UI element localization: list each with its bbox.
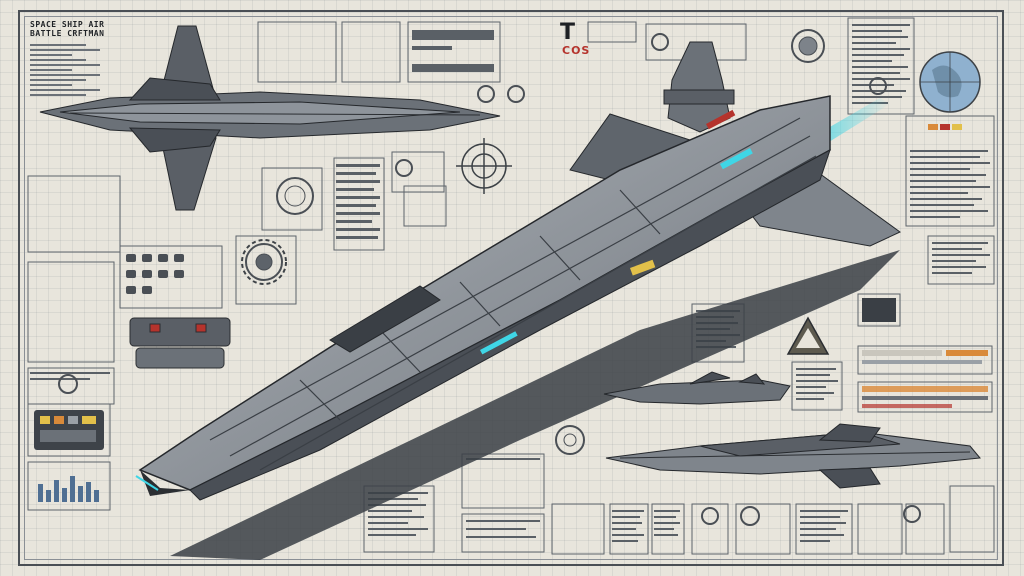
ship-shadow [170,250,900,560]
console-diagram [34,410,104,450]
table-panel-right-1 [857,345,993,375]
detail-panel-left-1 [27,175,121,253]
detail-panel-mid-2 [333,157,385,251]
spec-panel-right-top [847,17,915,115]
detail-panel-bottom-2 [461,513,545,553]
detail-panel-bottom-3 [551,503,605,555]
detail-panel-bottom-6 [691,503,729,555]
mini-bar-chart [38,476,99,502]
detail-panel-left-4 [27,403,111,457]
section-mark: T [560,20,576,45]
warning-triangle-icon [786,316,830,355]
spec-panel-right-mid [905,115,995,227]
detail-panel-mid-3 [391,151,445,193]
outer-frame [18,10,1004,566]
display-panel-right [857,293,901,327]
detail-panel-top-2 [341,21,401,83]
title-block: SPACE SHIP AIR BATTLE CRFTMAN [30,20,120,38]
detail-panel-top-3 [407,21,501,83]
detail-panel-bottom-11 [949,485,995,553]
detail-panel-left-2 [27,261,115,363]
crosshair-icon [456,138,512,194]
detail-panel-bottom-7 [735,503,791,555]
title-line-1: SPACE SHIP AIR [30,20,105,29]
ship-canopy [329,285,441,353]
detail-panel-top-1 [257,21,337,83]
detail-panel-top-4 [587,21,637,43]
component-module-left [129,317,231,369]
detail-panel-mid-4 [403,185,447,227]
component-grid-left [126,254,184,294]
table-panel-right-2 [857,381,993,413]
chart-panel-left [27,461,111,511]
detail-panel-bottom-5 [651,503,685,555]
detail-panel-bottom-9 [857,503,903,555]
detail-panel-bottom-8 [795,503,853,555]
spec-panel-center-2 [791,361,843,411]
detail-panel-bottom-1 [461,453,545,509]
spec-panel-right-2 [927,235,995,285]
gear-icon [241,239,287,285]
detail-panel-left-5 [119,245,223,309]
ship-hull-underside [189,148,831,501]
title-line-2: BATTLE CRFTMAN [30,29,105,38]
ship-bridge-tower [667,41,731,133]
detail-panel-mid-1 [261,167,323,231]
inner-frame [24,16,998,560]
detail-panel-bottom-10 [905,503,945,555]
detail-panel-left-6 [235,235,297,305]
title-notes [30,44,100,99]
detail-panel-bottom-4 [609,503,649,555]
radar-globe-icon [919,51,981,113]
section-code: COS [562,44,591,57]
